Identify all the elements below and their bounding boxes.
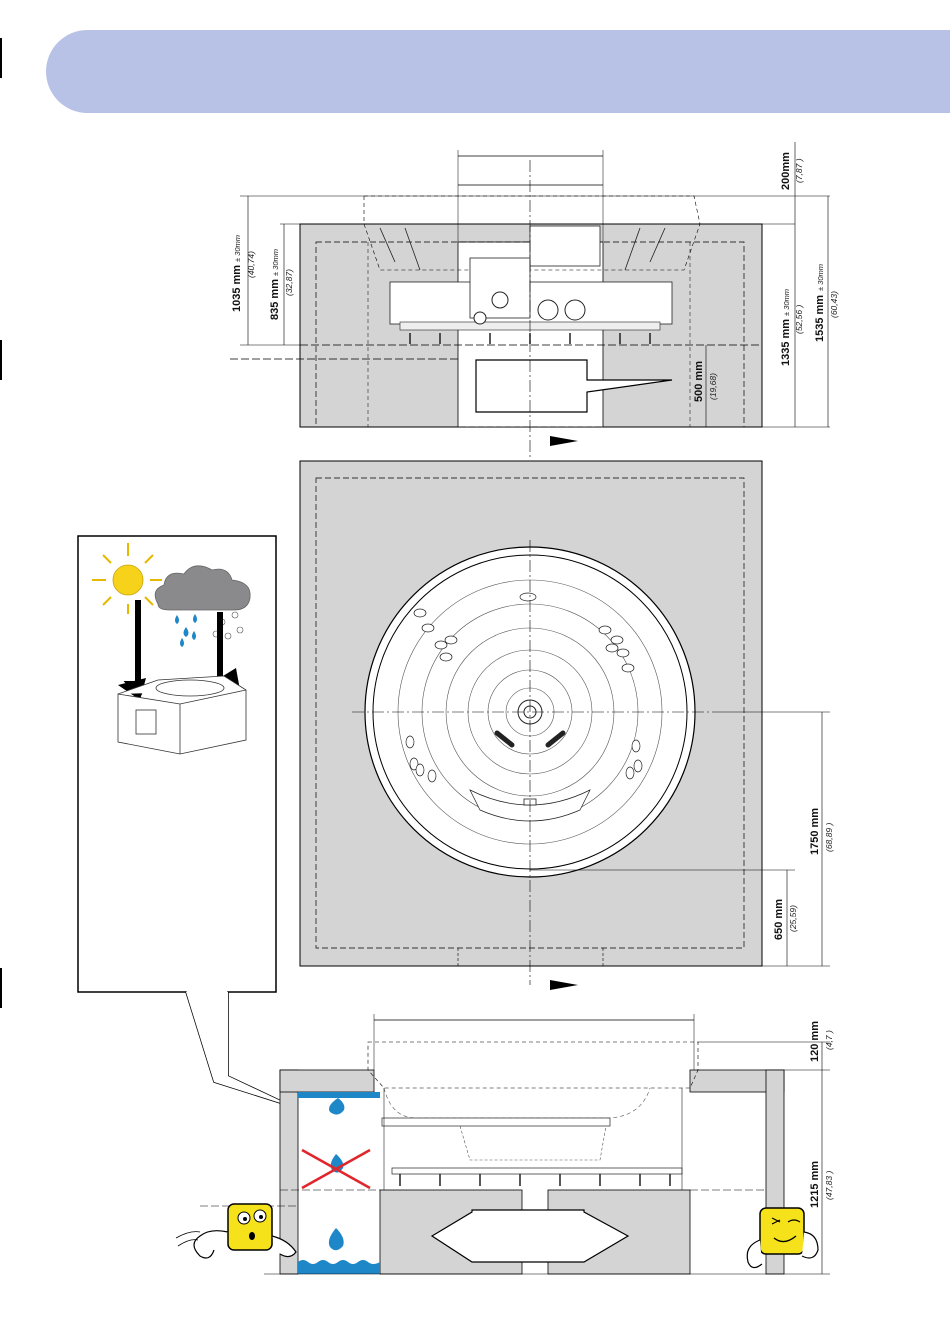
dim-1335-inch: (52,56 ) [794, 305, 804, 334]
water-drop-icon [329, 1098, 344, 1115]
section-arrow-icon [550, 436, 578, 446]
section-arrow-icon [550, 980, 578, 990]
dim-1035: 1035 mm [231, 265, 243, 312]
dim-1335: 1335 mm [780, 319, 792, 366]
dim-200: 200mm [780, 152, 792, 190]
water-drop-icon [329, 1228, 344, 1250]
dim-835-inch: (32,87) [284, 269, 294, 296]
dim-1750-inch: (68,89 ) [824, 823, 834, 852]
elevation-view: 120 mm (4,7 ) 1215 mm (47,83 ) [200, 1014, 834, 1274]
dim-650-inch: (25,59) [788, 905, 798, 932]
dim-1750: 1750 mm [809, 808, 821, 855]
dim-1335-tol: ± 30mm [782, 289, 791, 316]
surprised-face-icon [176, 1204, 296, 1258]
water-level [298, 1092, 380, 1098]
crossed-drop-icon [302, 1150, 370, 1188]
dim-1035-inch: (40,74) [246, 251, 256, 278]
dim-120: 120 mm [809, 1021, 821, 1062]
dim-1035-tol: ± 30mm [233, 235, 242, 262]
dim-500: 500 mm [693, 361, 705, 402]
ground-water [298, 1260, 380, 1274]
dim-120-inch: (4,7 ) [824, 1030, 834, 1050]
weather-callout [78, 536, 296, 1108]
dim-835-tol: ± 30mm [271, 249, 280, 276]
plan-view: 1750 mm (68,89 ) 650 mm (25,59) [300, 461, 834, 985]
dim-200-inch: (7,87 ) [794, 158, 804, 183]
dim-1535-tol: ± 30mm [816, 264, 825, 291]
spa-box-sketch [118, 676, 246, 754]
dim-650: 650 mm [773, 899, 785, 940]
dim-1535: 1535 mm [814, 295, 826, 342]
dim-500-inch: (19,68) [708, 373, 718, 400]
dim-1215-inch: (47,83 ) [824, 1171, 834, 1200]
dim-1535-inch: (60,43) [829, 291, 839, 318]
dim-835: 835 mm [269, 279, 281, 320]
dim-1215: 1215 mm [809, 1161, 821, 1208]
section-view: 1035 mm ± 30mm (40,74) 835 mm ± 30mm (32… [230, 142, 839, 460]
